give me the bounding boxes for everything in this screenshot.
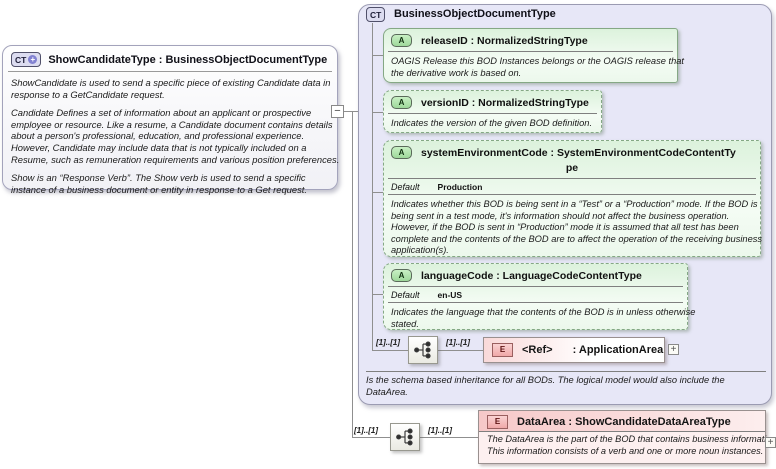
doc-line: being sent in a test mode, it's informat… (391, 210, 730, 221)
attribute-title: languageCode : LanguageCodeContentType (421, 269, 642, 282)
attribute-documentation: Indicates the version of the given BOD d… (384, 115, 601, 132)
ct-badge-label: CT (15, 54, 27, 65)
connector-line (420, 437, 478, 438)
ct-badge-label: CT (370, 9, 382, 20)
show-candidate-type-title: ShowCandidateType : BusinessObjectDocume… (48, 53, 328, 66)
separator (388, 113, 597, 114)
occurrence-label: [1]..[1] (376, 338, 400, 347)
attribute-title: systemEnvironmentCode : SystemEnvironmen… (421, 146, 736, 159)
attribute-version-id[interactable]: A versionID : NormalizedStringType Indic… (383, 90, 602, 133)
occurrence-label: [1]..[1] (428, 426, 452, 435)
bod-panel-documentation: Is the schema based inheritance for all … (366, 375, 766, 398)
separator (366, 371, 766, 372)
connector-line (372, 192, 383, 193)
expand-icon[interactable]: + (668, 344, 679, 355)
show-candidate-documentation: ShowCandidate is used to send a specific… (3, 77, 340, 195)
attribute-icon: A (391, 146, 412, 159)
attribute-documentation: OAGIS Release this BOD Instances belongs… (384, 53, 684, 81)
default-value-row: Default Production (384, 180, 760, 193)
element-icon: E (487, 415, 508, 429)
element-type-label: : ApplicationArea (572, 344, 664, 356)
doc-line: the derivative work is based on. (391, 67, 522, 78)
separator (479, 431, 765, 432)
attribute-title: versionID : NormalizedStringType (421, 96, 589, 109)
separator (388, 302, 683, 303)
connector-line (372, 112, 383, 113)
doc-line: However, Candidate may include data that… (11, 141, 307, 153)
doc-line: response to a GetCandidate request. (11, 88, 165, 100)
element-icon: E (492, 343, 513, 357)
connector-line (372, 23, 373, 350)
separator (388, 194, 756, 195)
attribute-icon: A (391, 269, 412, 282)
separator (388, 286, 683, 287)
connector-line (372, 294, 383, 295)
connector-line (352, 111, 353, 437)
complex-type-derived-icon: CT + (11, 52, 42, 67)
attribute-language-code[interactable]: A languageCode : LanguageCodeContentType… (383, 263, 696, 332)
occurrence-label: [1]..[1] (354, 426, 378, 435)
separator (388, 51, 673, 52)
attribute-title: releaseID : NormalizedStringType (421, 34, 588, 47)
attribute-icon: A (391, 34, 412, 47)
doc-line: However, if the BOD is sent in “Producti… (391, 222, 739, 232)
doc-line: employee or resource. Like a resume, a C… (11, 118, 333, 130)
sequence-glyph (396, 428, 413, 446)
occurrence-label: [1]..[1] (446, 338, 470, 347)
connector-line (372, 55, 383, 56)
sequence-icon[interactable] (390, 423, 420, 451)
doc-line: ShowCandidate is used to send a specific… (11, 77, 331, 88)
doc-line: application(s). (391, 245, 449, 255)
doc-line: Candidate Defines a set of information a… (11, 107, 312, 119)
default-label: Default (391, 290, 420, 300)
element-ref-label: <Ref> (522, 344, 553, 356)
connector-line (372, 350, 408, 351)
doc-line: complete and the contents of the BOD are… (391, 233, 763, 244)
default-value: Production (437, 182, 483, 192)
sequence-glyph (414, 341, 431, 359)
doc-line: Is the schema based inheritance for all … (366, 375, 725, 385)
doc-line: This information consists of a verb and … (487, 445, 764, 456)
data-area-documentation: The DataArea is the part of the BOD that… (479, 432, 776, 459)
separator (388, 178, 756, 179)
attribute-release-id[interactable]: A releaseID : NormalizedStringType OAGIS… (383, 28, 684, 83)
default-value-row: Default en-US (384, 288, 687, 301)
derivation-plus-icon: + (28, 55, 38, 64)
default-label: Default (391, 182, 420, 192)
doc-line: stated. (391, 318, 419, 329)
doc-line: Indicates whether this BOD is being sent… (391, 199, 758, 209)
default-value: en-US (437, 290, 463, 300)
attribute-documentation: Indicates whether this BOD is being sent… (384, 196, 763, 259)
bod-panel-title: BusinessObjectDocumentType (394, 8, 556, 20)
doc-line: DataArea. (366, 386, 408, 397)
attribute-icon: A (391, 96, 412, 109)
connector-line (438, 350, 483, 351)
element-title: DataArea : ShowCandidateDataAreaType (517, 416, 731, 428)
doc-line: Show is an “Response Verb”. The Show ver… (11, 172, 306, 184)
separator (8, 71, 332, 72)
doc-line: OAGIS Release this BOD Instances belongs… (391, 56, 684, 66)
sequence-icon[interactable] (408, 336, 438, 364)
connector-line (352, 437, 390, 438)
attribute-system-environment-code[interactable]: A systemEnvironmentCode : SystemEnvironm… (383, 140, 763, 259)
doc-line: The DataArea is the part of the BOD that… (487, 434, 776, 444)
attribute-documentation: Indicates the language that the contents… (384, 304, 696, 332)
collapse-toggle-icon[interactable]: − (331, 105, 344, 118)
doc-line: Indicates the language that the contents… (391, 307, 696, 317)
doc-line: Indicates the version of the given BOD d… (391, 118, 593, 128)
data-area-header: E DataArea : ShowCandidateDataAreaType (479, 411, 765, 431)
show-candidate-type-box[interactable]: CT + ShowCandidateType : BusinessObjectD… (2, 45, 339, 195)
doc-line: instance of a business document or entit… (11, 183, 308, 195)
doc-line: about a person's professional, education… (11, 130, 305, 142)
complex-type-icon: CT (366, 7, 386, 22)
doc-line: Resume, such as remuneration requirement… (11, 153, 340, 165)
element-data-area[interactable]: E DataArea : ShowCandidateDataAreaType T… (478, 410, 776, 464)
element-application-area[interactable]: E <Ref> : ApplicationArea (483, 337, 665, 363)
expand-icon[interactable]: + (765, 437, 776, 448)
attribute-title-wrap: pe (565, 162, 579, 174)
show-candidate-type-header: CT + ShowCandidateType : BusinessObjectD… (3, 46, 337, 69)
connector-line (344, 111, 358, 112)
